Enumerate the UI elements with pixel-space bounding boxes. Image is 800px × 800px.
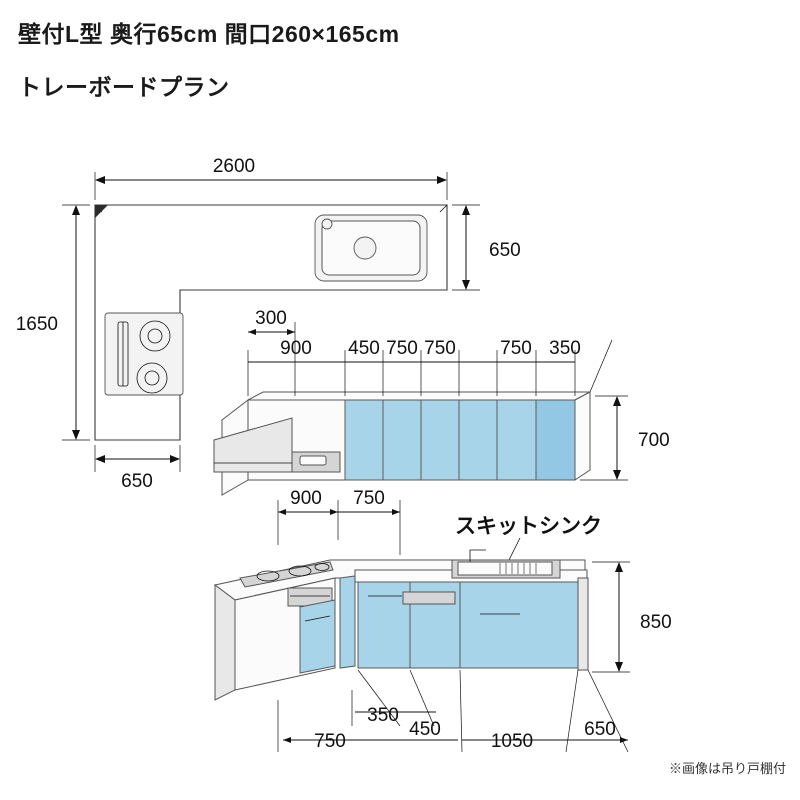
plan-cooktop	[104, 312, 184, 396]
wall-cab-door-3	[420, 399, 460, 481]
plan-corner-marker	[95, 205, 108, 218]
page-title-line1: 壁付L型 奥行65cm 間口260×165cm	[18, 21, 400, 47]
base-left-side	[214, 584, 236, 701]
plan-burner-2	[136, 362, 168, 394]
arrow-650r-bot	[462, 280, 470, 290]
wall-cab-door-1	[344, 399, 384, 481]
arrow-650b-left	[95, 455, 105, 463]
arrow-bb-l	[283, 737, 291, 743]
base-front-door-3	[459, 581, 579, 669]
arrow-850-bot	[615, 662, 623, 672]
dim-base-top-900: 900	[290, 488, 322, 509]
arrow-1650-top	[72, 205, 80, 215]
arrow-650b-right	[170, 455, 180, 463]
base-cabinet-view: 900 750 スキットシンク	[213, 488, 672, 753]
plan-burner-2-inner	[144, 370, 160, 386]
footnote: ※画像は吊り戸棚付	[668, 761, 786, 776]
wall-cab-door-2	[382, 399, 422, 481]
arrow-bb-r	[620, 737, 628, 743]
wall-cabinet-view: 300 900 450 750 750 750 350 700	[213, 308, 670, 496]
base-left-drawer-front	[299, 599, 336, 674]
page-title-line2: トレーボードプラン	[18, 74, 230, 100]
wall-cab-top-face	[247, 391, 591, 401]
dim-wall-seg-750a: 750	[386, 338, 418, 359]
arrow-1650-bot	[72, 430, 80, 440]
dim-plan-height-left: 1650	[16, 314, 58, 335]
arrow-2600-left	[95, 176, 105, 184]
arrow-900b-r	[330, 509, 338, 515]
base-burner-3	[314, 563, 330, 571]
base-sink-grate	[499, 563, 537, 574]
dim-bottom-350: 350	[367, 705, 399, 726]
dim-bottom-1050: 1050	[491, 731, 533, 752]
base-dishwasher-panel	[402, 591, 456, 605]
plan-view: 2600 650 1650 650	[16, 156, 521, 492]
plan-sink-drain	[353, 236, 377, 260]
arrow-700-top	[613, 396, 621, 406]
dim-base-height-850: 850	[640, 612, 672, 633]
dim-plan-depth-right: 650	[489, 240, 521, 261]
ext-bb-c	[357, 669, 401, 727]
dim-wall-seg-900: 900	[280, 338, 312, 359]
base-burner-1	[256, 570, 280, 582]
dim-bottom-750: 750	[314, 731, 346, 752]
dim-base-top-750: 750	[353, 488, 385, 509]
arrow-700-bot	[613, 470, 621, 480]
base-front-door-1	[357, 581, 411, 669]
dim-wall-seg-750b: 750	[424, 338, 456, 359]
dim-bottom-650: 650	[584, 719, 616, 740]
ext-bb-f	[565, 669, 579, 753]
wall-cab-door-6	[535, 399, 576, 481]
dim-bottom-450: 450	[409, 719, 441, 740]
plan-burner-1-inner	[147, 328, 163, 344]
arrow-650r-top	[462, 205, 470, 215]
dim-wall-300: 300	[255, 308, 287, 329]
arrow-300-l	[248, 329, 256, 335]
arrow-750b-r	[392, 509, 400, 515]
arrow-850-top	[615, 562, 623, 572]
ext-bb-d	[409, 669, 435, 727]
dim-plan-width: 2600	[213, 156, 255, 177]
plan-burner-1	[139, 320, 171, 352]
plan-faucet	[321, 218, 333, 230]
arrow-900b-l	[278, 509, 286, 515]
arrow-2600-right	[437, 176, 447, 184]
range-hood-controls	[299, 455, 327, 466]
dim-wall-seg-450: 450	[348, 338, 380, 359]
base-left-blue-panel	[339, 575, 356, 669]
base-faucet	[469, 549, 486, 562]
wall-cab-door-5	[496, 399, 537, 481]
ext-w-j	[589, 339, 613, 393]
base-left-handle	[304, 615, 331, 622]
dim-wall-seg-750c: 750	[500, 338, 532, 359]
dim-plan-left-depth: 650	[121, 471, 153, 492]
wall-cab-side-face	[574, 391, 591, 481]
wall-cab-door-4	[458, 399, 498, 481]
base-sink-basin	[457, 561, 553, 576]
ext-bb-e	[459, 669, 463, 753]
sink-leader	[507, 537, 521, 563]
sink-label: スキットシンク	[455, 515, 602, 538]
dim-wall-height-700: 700	[638, 430, 670, 451]
base-burner-2	[288, 565, 312, 577]
base-front-side	[577, 577, 589, 671]
dim-wall-seg-350: 350	[549, 338, 581, 359]
arrow-300-r	[287, 329, 295, 335]
